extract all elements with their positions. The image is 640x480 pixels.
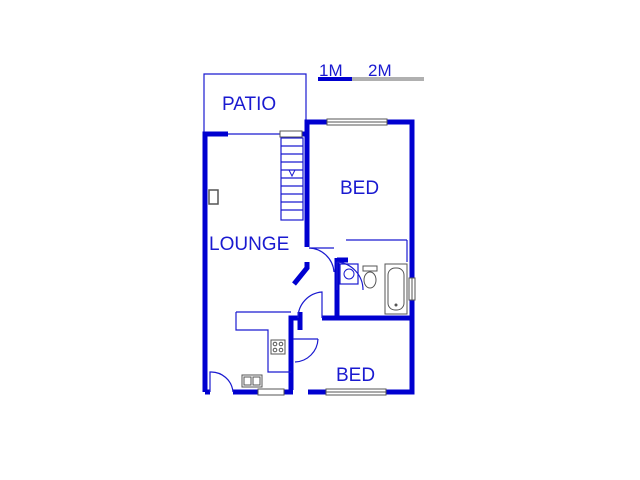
stove-icon <box>270 339 286 355</box>
windows <box>257 118 416 396</box>
room-label-patio: PATIO <box>222 94 276 115</box>
door-bathroom <box>336 261 364 291</box>
bathtub-icon <box>384 263 408 315</box>
doors <box>209 247 364 393</box>
room-label-bed-bottom: BED <box>336 365 375 386</box>
room-label-lounge: LOUNGE <box>209 234 289 255</box>
stair-arrow-icon <box>288 169 296 178</box>
kitchen <box>235 311 291 388</box>
window-stair <box>279 130 303 138</box>
toilet-icon <box>362 265 378 289</box>
window-kitchen <box>257 388 285 396</box>
scale-mark-1m: 1M <box>319 61 343 80</box>
door-bed-bottom <box>293 338 319 363</box>
wall-lounge-left <box>202 131 228 392</box>
staircase <box>280 137 304 221</box>
door-hall <box>297 291 323 319</box>
door-bed-top <box>308 247 335 273</box>
door-entrance <box>209 371 234 393</box>
scale-bar: 1M 2M <box>318 61 424 81</box>
wall-bed-top <box>304 119 415 318</box>
wall-bed-bottom-left <box>288 315 300 390</box>
kitchen-counter <box>235 312 291 373</box>
patio-outline <box>203 73 307 132</box>
patio-area: PATIO <box>203 73 307 132</box>
scale-mark-2m: 2M <box>368 61 392 80</box>
bathroom-fixtures <box>339 239 408 315</box>
wall-angled <box>292 262 310 286</box>
walls <box>202 119 415 395</box>
room-label-bed-top: BED <box>340 178 379 199</box>
sink-icon <box>241 374 263 388</box>
basin-icon <box>339 263 359 285</box>
fireplace-icon <box>208 189 219 205</box>
